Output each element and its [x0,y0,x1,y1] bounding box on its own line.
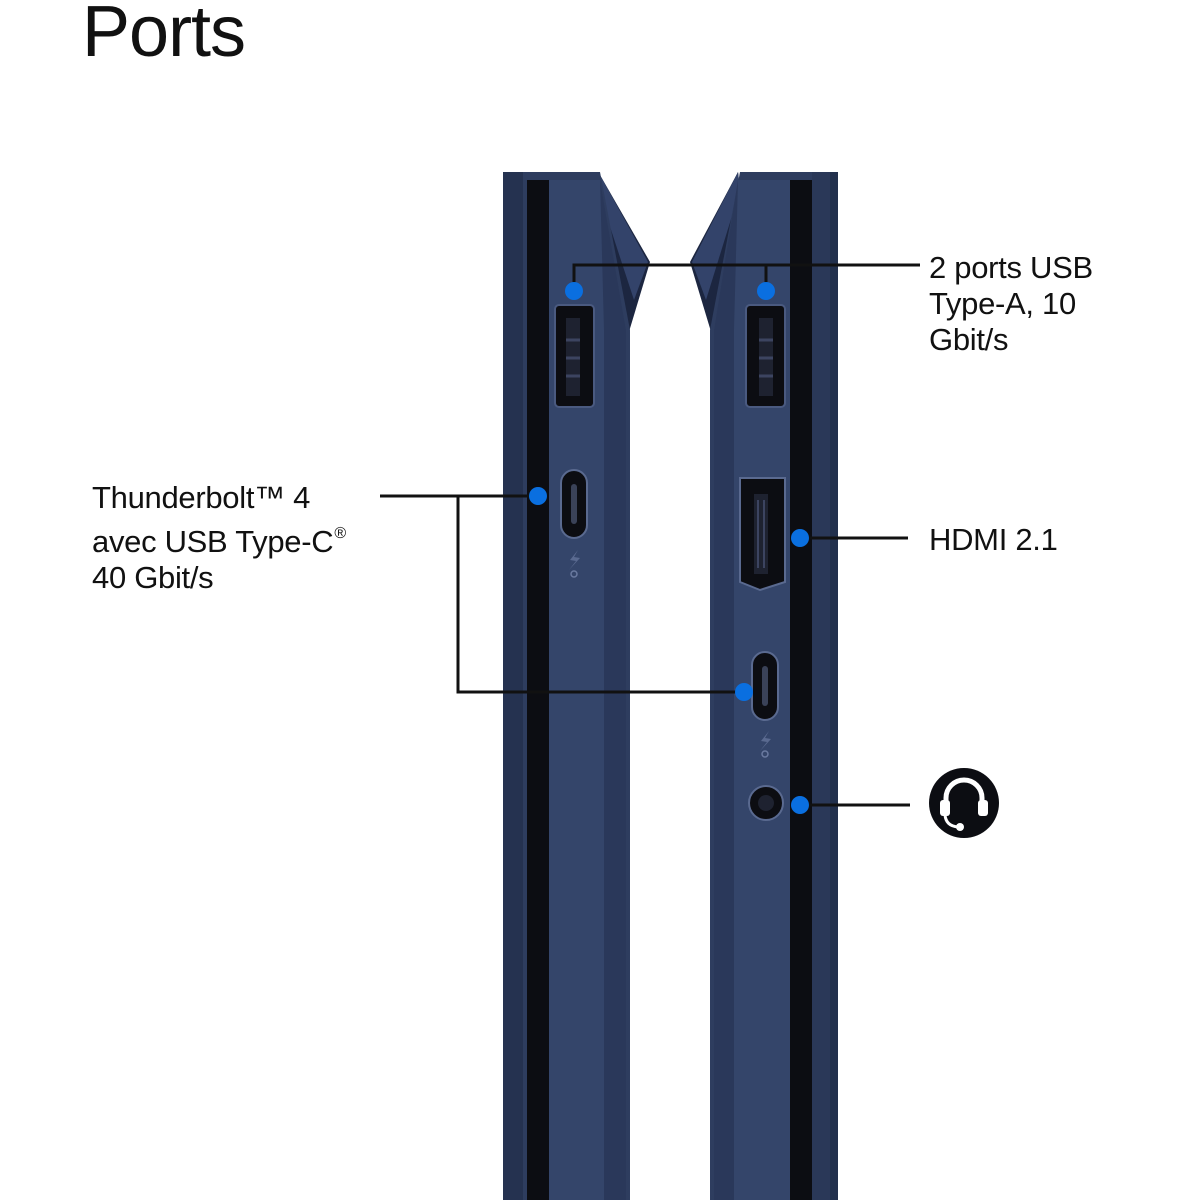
leader-lines [380,263,920,807]
marker-usb-a-left [565,282,583,300]
thunderbolt-label-line-3: 40 Gbit/s [92,560,214,595]
thunderbolt-port-left [560,469,588,539]
usb-a-port-right [745,304,786,408]
thunderbolt-logo-icon [760,731,771,751]
port-markers [529,282,809,814]
status-led-left [570,570,578,578]
usb-a-label-line-3: Gbit/s [929,322,1009,357]
hdmi-label-text: HDMI 2.1 [929,522,1058,557]
marker-audio [791,796,809,814]
usb-a-label-line-1: 2 ports USB [929,250,1093,285]
thunderbolt-port-right [751,651,779,721]
usb-a-port-left [554,304,595,408]
hdmi-port [739,477,786,592]
audio-jack [748,785,784,821]
marker-hdmi [791,529,809,547]
marker-thunderbolt-right [735,683,753,701]
usb-a-label-line-2: Type-A, 10 [929,286,1076,321]
thunderbolt-label-line-1: Thunderbolt™ 4 [92,480,311,515]
marker-thunderbolt-left [529,487,547,505]
registered-mark: ® [334,525,346,542]
hdmi-label: HDMI 2.1 [929,522,1058,558]
thunderbolt-label: Thunderbolt™ 4 avec USB Type-C® 40 Gbit/… [92,480,346,596]
status-led-right [761,750,769,758]
right-side-panel [690,172,838,1200]
left-side-panel [503,172,650,1200]
thunderbolt-label-line-2-text: avec USB Type-C [92,524,334,559]
usb-a-label: 2 ports USB Type-A, 10 Gbit/s [929,250,1093,358]
page-title: Ports [82,0,246,72]
thunderbolt-label-line-2: avec USB Type-C® [92,516,346,560]
headset-icon [929,768,999,838]
marker-usb-a-right [757,282,775,300]
thunderbolt-logo-icon [569,550,580,570]
